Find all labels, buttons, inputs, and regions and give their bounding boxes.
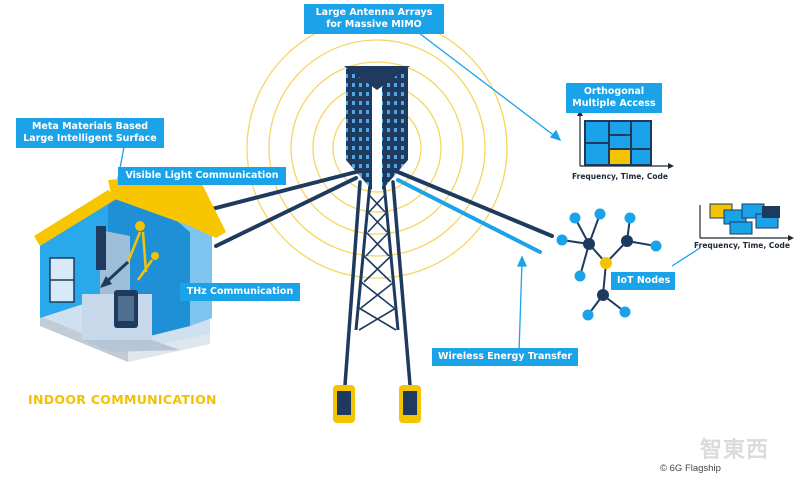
smartphone-icon — [333, 385, 421, 423]
oma-chart — [577, 110, 674, 169]
watermark: 智東西 — [700, 438, 770, 463]
label-thz: THz Communication — [180, 283, 300, 301]
label-orthogonal: Orthogonal Multiple Access — [566, 83, 662, 113]
label-meta-materials: Meta Materials Based Large Intelligent S… — [16, 118, 164, 148]
label-antenna-arrays-line2: for Massive MIMO — [326, 19, 422, 30]
label-visible-light-text: Visible Light Communication — [125, 170, 279, 181]
antenna-tower-icon — [354, 182, 400, 331]
label-orthogonal-line1: Orthogonal — [583, 86, 645, 97]
indoor-communication-title: INDOOR COMMUNICATION — [28, 392, 217, 407]
label-antenna-arrays-line1: Large Antenna Arrays — [315, 7, 433, 18]
label-wireless-energy: Wireless Energy Transfer — [432, 348, 578, 366]
label-orthogonal-line2: Multiple Access — [572, 98, 656, 109]
label-iot: IoT Nodes — [611, 272, 675, 290]
label-thz-text: THz Communication — [186, 286, 294, 297]
label-wireless-energy-text: Wireless Energy Transfer — [438, 351, 573, 362]
label-visible-light: Visible Light Communication — [118, 167, 286, 185]
label-meta-materials-line1: Meta Materials Based — [31, 121, 149, 132]
copyright: © 6G Flagship — [660, 463, 721, 474]
label-iot-text: IoT Nodes — [617, 275, 671, 286]
oma-axis-caption: Frequency, Time, Code — [572, 172, 668, 181]
label-antenna-arrays: Large Antenna Arrays for Massive MIMO — [304, 4, 444, 34]
iot-network-icon — [556, 208, 662, 321]
noma-axis-caption: Frequency, Time, Code — [694, 241, 790, 250]
antenna-array-icon — [344, 66, 410, 190]
noma-chart — [699, 203, 794, 241]
label-meta-materials-line2: Large Intelligent Surface — [23, 133, 157, 144]
house-icon — [34, 172, 226, 362]
